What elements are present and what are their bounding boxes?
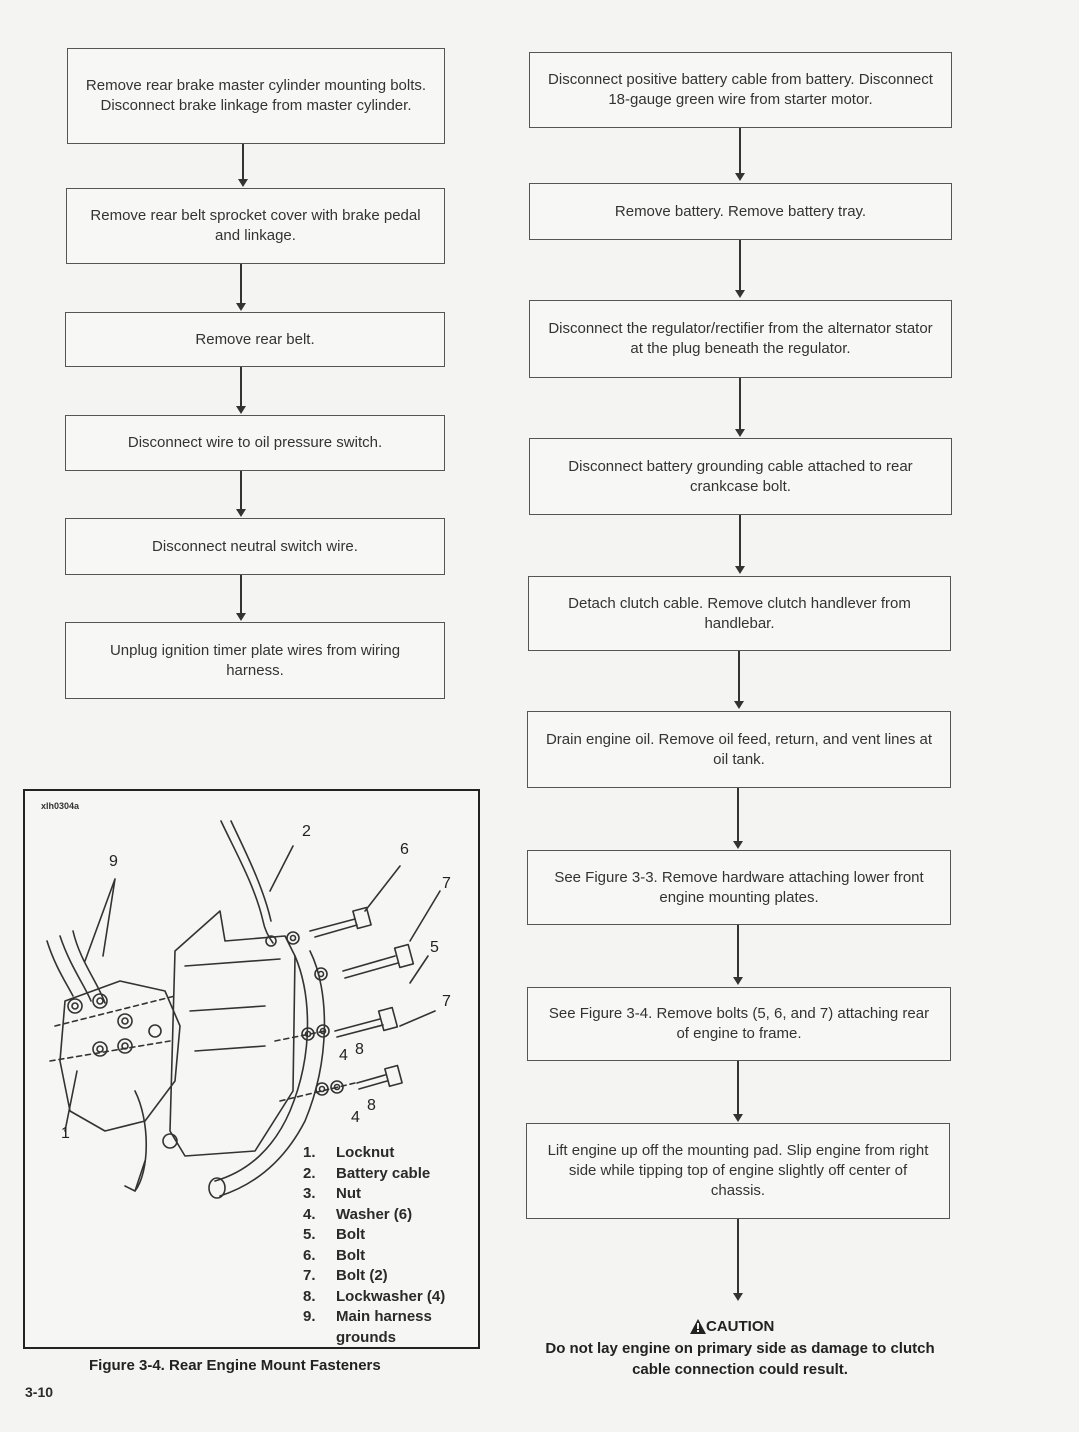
left-arrow-1 bbox=[238, 144, 248, 187]
left-step-4: Disconnect wire to oil pressure switch. bbox=[65, 415, 445, 471]
callout-1: 1 bbox=[61, 1125, 70, 1142]
right-arrow-9 bbox=[733, 1219, 743, 1301]
right-arrow-2 bbox=[735, 240, 745, 298]
callout-8-top: 8 bbox=[355, 1041, 364, 1058]
left-step-1: Remove rear brake master cylinder mounti… bbox=[67, 48, 445, 144]
engine-mount-illustration bbox=[46, 820, 441, 1199]
right-arrow-5 bbox=[734, 651, 744, 709]
legend-item-continuation: grounds bbox=[336, 1328, 396, 1346]
callout-9: 9 bbox=[109, 853, 118, 870]
battery-cable bbox=[230, 820, 272, 922]
right-arrow-1 bbox=[735, 128, 745, 181]
left-step-2: Remove rear belt sprocket cover with bra… bbox=[66, 188, 445, 264]
caution-text: Do not lay engine on primary side as dam… bbox=[545, 1340, 935, 1378]
right-step-6: Drain engine oil. Remove oil feed, retur… bbox=[527, 711, 951, 788]
legend-item: 5.Bolt bbox=[303, 1226, 366, 1243]
page-number: 3-10 bbox=[25, 1384, 54, 1400]
bolt-7a bbox=[334, 1018, 384, 1038]
harness-wire bbox=[72, 930, 106, 1004]
left-arrow-5 bbox=[236, 575, 246, 621]
legend-item: 2.Battery cable bbox=[303, 1164, 431, 1182]
figure-caption: Figure 3-4. Rear Engine Mount Fasteners bbox=[89, 1357, 381, 1374]
left-step-5: Disconnect neutral switch wire. bbox=[65, 518, 445, 575]
figure-id: xlh0304a bbox=[41, 801, 80, 811]
legend-item: 4.Washer (6) bbox=[303, 1205, 413, 1223]
figure-legend: 1.Locknut 2.Battery cable 3.Nut 4.Washer… bbox=[303, 1143, 445, 1348]
callout-2: 2 bbox=[302, 823, 311, 840]
bolt-7b bbox=[356, 1074, 388, 1090]
frame-plate bbox=[169, 910, 296, 1157]
warning-icon bbox=[690, 1319, 706, 1334]
callout-6: 6 bbox=[400, 841, 409, 858]
right-step-3: Disconnect the regulator/rectifier from … bbox=[529, 300, 952, 378]
callout-8-bottom: 8 bbox=[367, 1097, 376, 1114]
legend-item: 6.Bolt bbox=[303, 1246, 366, 1264]
callout-7-bottom: 7 bbox=[442, 993, 451, 1010]
legend-item: 8.Lockwasher (4) bbox=[303, 1287, 446, 1305]
right-step-9: Lift engine up off the mounting pad. Sli… bbox=[526, 1123, 950, 1219]
harness-wire bbox=[59, 935, 92, 1002]
right-arrow-8 bbox=[733, 1061, 743, 1122]
battery-cable bbox=[220, 820, 274, 944]
caution-heading: CAUTION bbox=[690, 1318, 774, 1335]
right-step-2: Remove battery. Remove battery tray. bbox=[529, 183, 952, 240]
right-arrow-7 bbox=[733, 925, 743, 985]
legend-item: 7.Bolt (2) bbox=[303, 1267, 388, 1284]
callout-7-top: 7 bbox=[442, 875, 451, 892]
callout-4-top: 4 bbox=[339, 1047, 348, 1064]
callout-4-bottom: 4 bbox=[351, 1109, 360, 1126]
engine-block bbox=[59, 980, 181, 1132]
bolt-5 bbox=[342, 955, 399, 979]
right-step-8: See Figure 3-4. Remove bolts (5, 6, and … bbox=[527, 987, 951, 1061]
left-step-6: Unplug ignition timer plate wires from w… bbox=[65, 622, 445, 699]
legend-item: 9.Main harness bbox=[303, 1308, 432, 1325]
left-arrow-3 bbox=[236, 367, 246, 414]
left-step-3: Remove rear belt. bbox=[65, 312, 445, 367]
legend-item: 3.Nut bbox=[303, 1185, 361, 1202]
left-arrow-2 bbox=[236, 264, 246, 311]
left-arrow-4 bbox=[236, 471, 246, 517]
legend-item: 1.Locknut bbox=[303, 1144, 395, 1161]
caution-title: CAUTION bbox=[706, 1318, 775, 1335]
right-step-5: Detach clutch cable. Remove clutch handl… bbox=[528, 576, 951, 651]
right-arrow-4 bbox=[735, 515, 745, 574]
right-arrow-6 bbox=[733, 788, 743, 849]
callout-5: 5 bbox=[430, 939, 439, 956]
harness-wire bbox=[46, 940, 74, 997]
frame-tube bbox=[214, 955, 309, 1182]
bolt-6 bbox=[309, 918, 358, 938]
right-step-1: Disconnect positive battery cable from b… bbox=[529, 52, 952, 128]
figure-rear-engine-mount: xlh0304a bbox=[23, 789, 480, 1349]
right-arrow-3 bbox=[735, 378, 745, 437]
right-step-4: Disconnect battery grounding cable attac… bbox=[529, 438, 952, 515]
right-step-7: See Figure 3-3. Remove hardware attachin… bbox=[527, 850, 951, 925]
